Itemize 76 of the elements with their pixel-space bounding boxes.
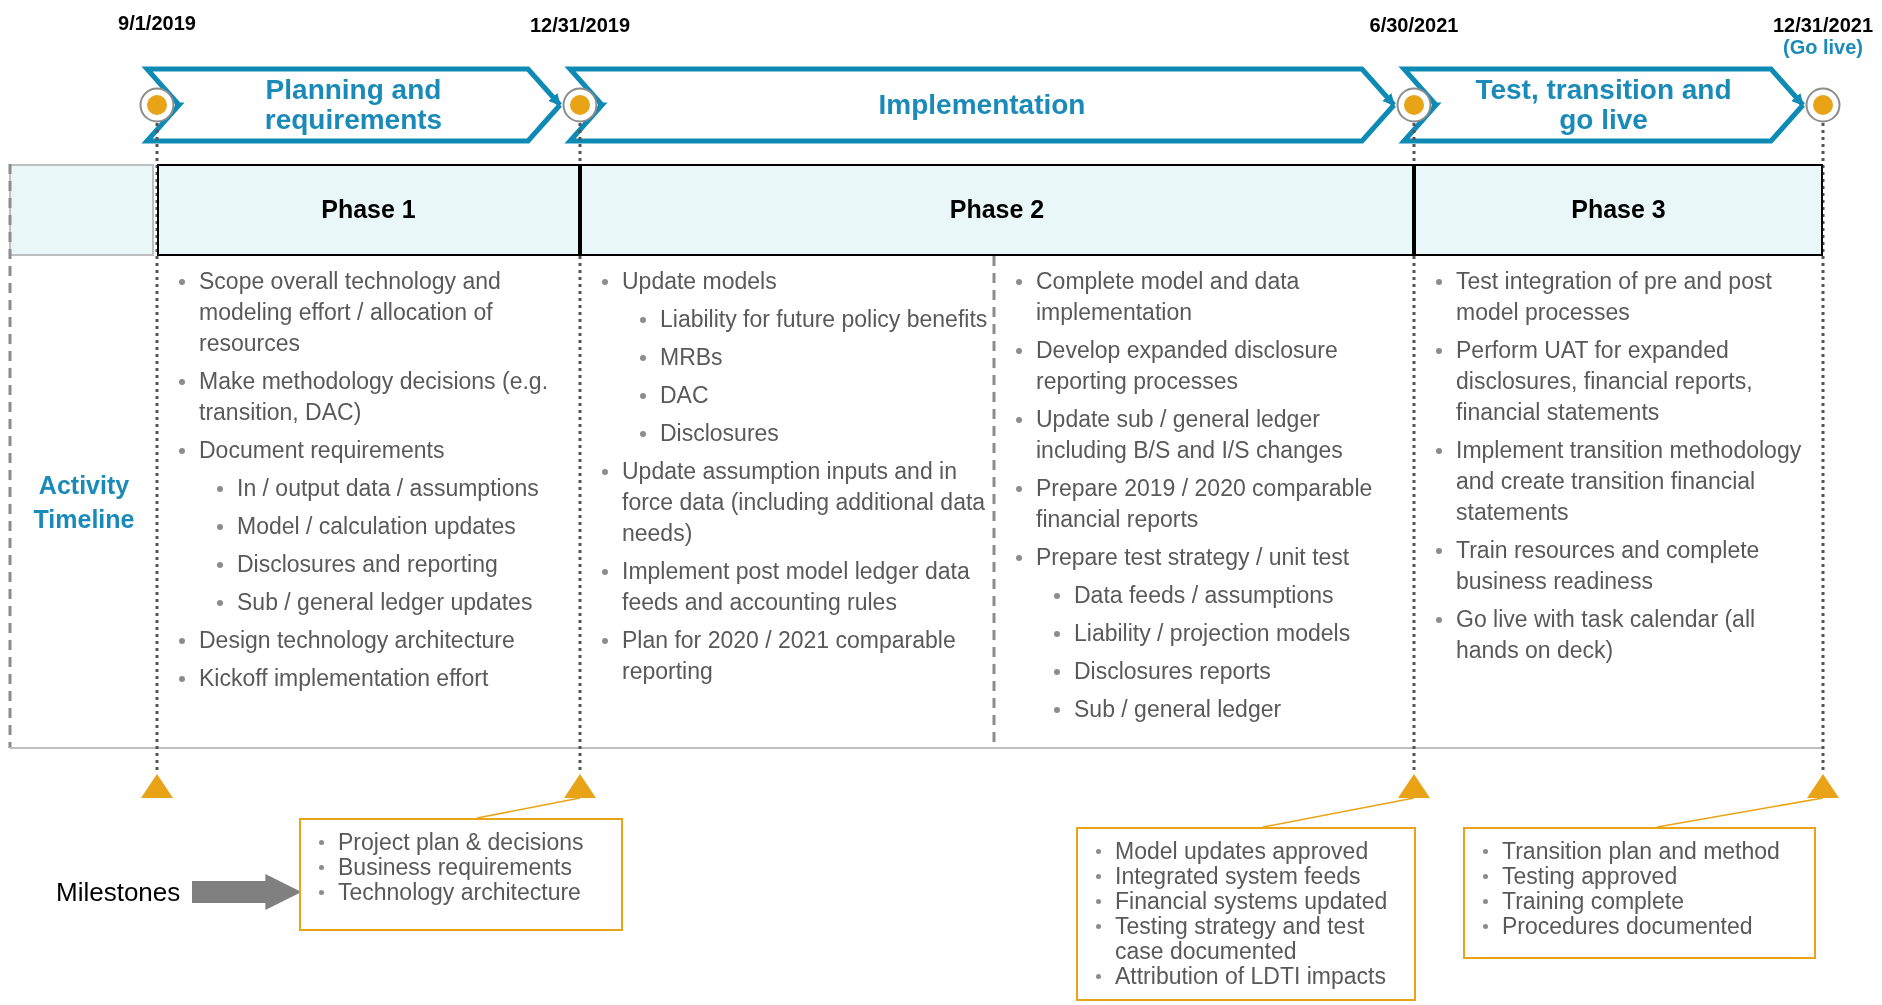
- bullet-text: Integrated system feeds: [1115, 864, 1361, 889]
- phase-header: [157, 164, 580, 256]
- bullet-text: Document requirements: [199, 436, 445, 465]
- edge-label: Planning and requirements: [263, 75, 444, 135]
- leader-line: [1656, 797, 1824, 828]
- bullet-text: Disclosures reports: [1074, 657, 1271, 686]
- date-label: 12/31/2021: [1772, 13, 1874, 38]
- bullet-text: MRBs: [660, 343, 723, 372]
- bullet-text: Update models: [622, 267, 777, 296]
- milestone-callout: [1076, 827, 1416, 1001]
- milestone-circle: [139, 87, 175, 123]
- bullet-text: DAC: [660, 381, 709, 410]
- leader-line: [1262, 797, 1415, 828]
- phase-header: [580, 164, 1414, 256]
- bullet-text: Plan for 2020 / 2021 comparable reporting: [622, 626, 957, 686]
- bullet-text: Make methodology decisions (e.g. transition, DAC): [199, 367, 550, 427]
- bullet-text: Transition plan and method: [1502, 839, 1780, 864]
- edge-label: Test, transition and go live: [1474, 75, 1733, 135]
- bullet-text: Data feeds / assumptions: [1074, 581, 1334, 610]
- milestone-triangle: [564, 774, 596, 798]
- bullet-text: Test integration of pre and post model processes: [1456, 267, 1773, 327]
- bullet-text: Project plan & decisions: [338, 830, 584, 855]
- bullet-text: Scope overall technology and modeling effort / allocation of resources: [199, 267, 502, 358]
- phase-title: Phase 2: [949, 194, 1045, 226]
- phase-chevron: [564, 66, 1397, 144]
- bullet-text: Implement post model ledger data feeds and accounting rules: [622, 557, 971, 617]
- phase-title: Phase 1: [321, 194, 416, 226]
- bullet-text: Attribution of LDTI impacts: [1115, 964, 1386, 989]
- phase-title: Phase 3: [1571, 194, 1666, 226]
- bullet-text: Disclosures: [660, 419, 779, 448]
- bullet-text: Testing approved: [1502, 864, 1678, 889]
- bullet-text: Disclosures and reporting: [237, 550, 498, 579]
- bullet-text: Business requirements: [338, 855, 572, 880]
- bullet-text: Train resources and complete business readiness: [1456, 536, 1761, 596]
- bullet-text: In / output data / assumptions: [237, 474, 539, 503]
- bullet-text: Develop expanded disclosure reporting processes: [1036, 336, 1339, 396]
- edge-label: Implementation: [877, 90, 1087, 120]
- milestone-triangle: [141, 774, 173, 798]
- bullet-text: Model updates approved: [1115, 839, 1369, 864]
- bullet-text: Prepare test strategy / unit test: [1036, 543, 1350, 572]
- bullet-text: Prepare 2019 / 2020 comparable financial reports: [1036, 474, 1374, 534]
- milestone-circle: [562, 87, 598, 123]
- date-label: (Go live): [1783, 35, 1863, 60]
- leader-line: [476, 797, 581, 819]
- bullet-text: Technology architecture: [338, 880, 581, 905]
- bullet-text: Update assumption inputs and in force data (including additional data needs): [622, 457, 987, 548]
- milestone-triangle: [1398, 774, 1430, 798]
- bullet-text: Training complete: [1502, 889, 1684, 914]
- bullet-text: Testing strategy and test case documented: [1115, 914, 1365, 964]
- bullet-text: Implement transition methodology and create transition financial statements: [1456, 436, 1803, 527]
- milestone-triangle: [1807, 774, 1839, 798]
- bullet-text: Procedures documented: [1502, 914, 1753, 939]
- bullet-text: Liability for future policy benefits: [660, 305, 988, 334]
- bullet-text: Perform UAT for expanded disclosures, financial reports, financial statements: [1456, 336, 1754, 427]
- milestones-label: Milestones: [56, 876, 192, 908]
- milestone-circle: [1396, 87, 1432, 123]
- bullet-text: Sub / general ledger updates: [237, 588, 533, 617]
- bullet-text: Financial systems updated: [1115, 889, 1388, 914]
- bullet-text: Kickoff implementation effort: [199, 664, 489, 693]
- phase-chevron: [1398, 66, 1806, 144]
- phase-chevron: [141, 66, 563, 144]
- date-label: 6/30/2021: [1369, 13, 1459, 38]
- milestone-callout: [1463, 827, 1816, 959]
- bullet-text: Design technology architecture: [199, 626, 515, 655]
- bullet-text: Complete model and data implementation: [1036, 267, 1301, 327]
- phase-header: [1414, 164, 1823, 256]
- milestone-circle: [1805, 87, 1841, 123]
- milestone-callout: [299, 818, 623, 931]
- date-label: 12/31/2019: [529, 13, 631, 38]
- bullet-text: Sub / general ledger: [1074, 695, 1282, 724]
- bullet-text: Model / calculation updates: [237, 512, 516, 541]
- bullet-text: Go live with task calendar (all hands on deck): [1456, 605, 1757, 665]
- bullet-text: Liability / projection models: [1074, 619, 1351, 648]
- row-label: Activity Timeline: [20, 468, 148, 538]
- date-label: 9/1/2019: [118, 11, 196, 36]
- bullet-text: Update sub / general ledger including B/S and I/S changes: [1036, 405, 1344, 465]
